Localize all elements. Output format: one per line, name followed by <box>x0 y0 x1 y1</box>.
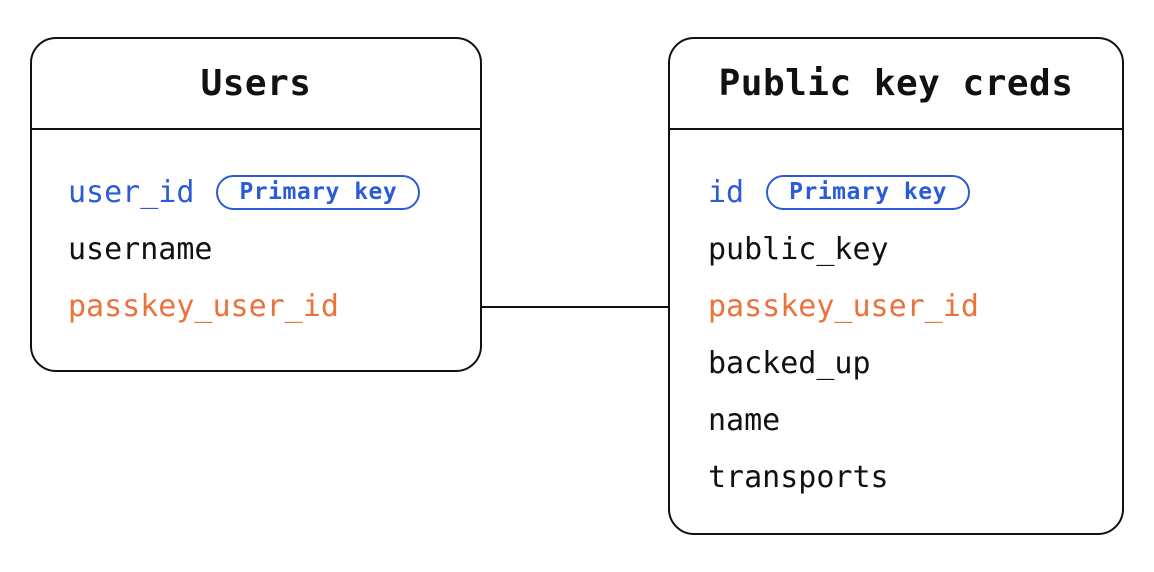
field-row: name <box>708 392 1122 449</box>
field-row: passkey_user_id <box>708 278 1122 335</box>
field-name-backed-up: backed_up <box>708 346 871 381</box>
field-row: public_key <box>708 221 1122 278</box>
field-row: id Primary key <box>708 164 1122 221</box>
table-title: Public key creds <box>718 63 1074 104</box>
field-name-passkey-user-id: passkey_user_id <box>708 289 979 324</box>
table-users-body: user_id Primary key username passkey_use… <box>32 130 480 335</box>
field-name-name: name <box>708 403 781 438</box>
table-title: Users <box>200 63 312 104</box>
primary-key-badge: Primary key <box>766 175 970 210</box>
table-public-key-creds: Public key creds id Primary key public_k… <box>668 37 1124 535</box>
table-users: Users user_id Primary key username passk… <box>30 37 482 372</box>
relationship-line <box>481 306 669 308</box>
field-name-passkey-user-id: passkey_user_id <box>68 289 339 324</box>
field-row: transports <box>708 449 1122 506</box>
field-name-transports: transports <box>708 460 889 495</box>
table-public-key-creds-header: Public key creds <box>670 39 1122 130</box>
field-name-id: id <box>708 175 745 210</box>
field-name-user-id: user_id <box>68 175 195 210</box>
primary-key-badge: Primary key <box>216 175 421 210</box>
field-name-username: username <box>68 232 213 267</box>
table-users-header: Users <box>32 39 480 130</box>
field-row: username <box>68 221 480 278</box>
table-public-key-creds-body: id Primary key public_key passkey_user_i… <box>670 130 1122 506</box>
field-row: user_id Primary key <box>68 164 480 221</box>
field-name-public-key: public_key <box>708 232 889 267</box>
field-row: passkey_user_id <box>68 278 480 335</box>
field-row: backed_up <box>708 335 1122 392</box>
